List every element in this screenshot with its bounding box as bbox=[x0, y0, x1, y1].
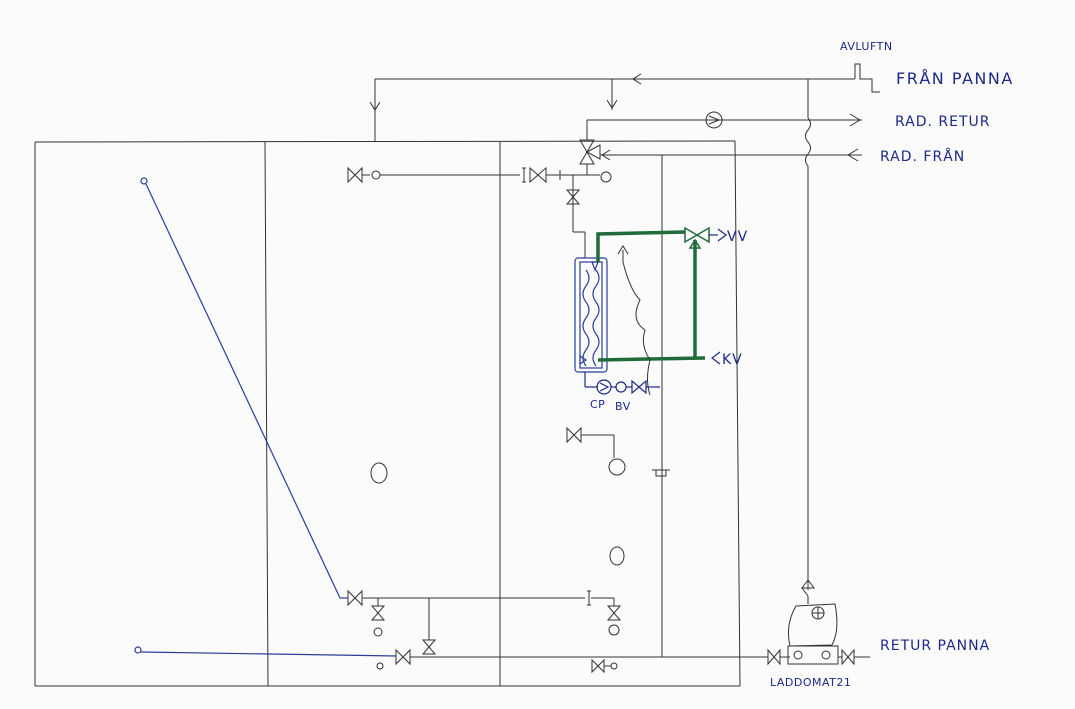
valve-mid bbox=[566, 426, 582, 444]
label-laddomat: LADDOMAT21 bbox=[770, 676, 851, 689]
cp-shutoff-valve bbox=[631, 379, 647, 395]
sensor-pocket-left bbox=[370, 462, 388, 484]
rad-retur-arrow bbox=[849, 113, 861, 127]
flow-arrow-left bbox=[632, 73, 642, 85]
flow-arrow-down-2 bbox=[606, 99, 618, 109]
vv-mixing-valve-a bbox=[684, 226, 699, 244]
sensor-pocket-right bbox=[609, 546, 625, 566]
supply-branch bbox=[606, 79, 618, 110]
pipe-end-bottom bbox=[134, 646, 142, 654]
domestic-water-fittings bbox=[684, 226, 710, 249]
label-fran-panna: FRÅN PANNA bbox=[896, 69, 1014, 88]
lower-fittings bbox=[347, 589, 622, 670]
thermometer-pocket-mid bbox=[608, 458, 626, 476]
label-kv: KV bbox=[722, 352, 743, 368]
valve-to-exchanger bbox=[565, 189, 581, 205]
circulation-line bbox=[617, 245, 651, 396]
labels: AVLUFTN FRÅN PANNA RAD. RETUR RAD. FRÅN … bbox=[590, 40, 1014, 689]
laddomat-body bbox=[788, 603, 838, 647]
mid-tank-fittings bbox=[370, 426, 670, 566]
vv-mixing-valve-b bbox=[695, 226, 710, 244]
circulation-pump-radiator bbox=[705, 111, 723, 129]
hot-water-pipe bbox=[596, 230, 686, 262]
upper-tank-connection bbox=[347, 164, 612, 258]
mixing-valve-bottom bbox=[579, 151, 595, 165]
bottom-blue-pipe bbox=[140, 651, 397, 657]
valve-bypass bbox=[421, 639, 437, 655]
valve-laddomat-in bbox=[767, 648, 781, 666]
tank-divider-1 bbox=[264, 141, 269, 687]
exchanger-body bbox=[574, 257, 608, 373]
valve-lower-left bbox=[347, 589, 363, 607]
label-rad-fran: RAD. FRÅN bbox=[880, 148, 965, 165]
bv-valve bbox=[615, 381, 627, 393]
cold-water-pipe bbox=[597, 356, 706, 362]
laddomat-unit bbox=[787, 579, 870, 666]
valve-bottom-left bbox=[395, 648, 411, 666]
heat-exchanger bbox=[574, 257, 608, 373]
pipe-end-top bbox=[140, 177, 148, 185]
drain-valve-left bbox=[370, 605, 386, 621]
flow-arrow-down bbox=[369, 101, 381, 111]
mixing-valve-top bbox=[579, 139, 595, 153]
blue-internal-pipes bbox=[134, 177, 397, 657]
label-vv: VV bbox=[727, 229, 748, 245]
drain-valve-right bbox=[606, 605, 622, 621]
tank-right-wall bbox=[734, 140, 741, 687]
bottom-return-line bbox=[395, 648, 790, 674]
valve-upper-mid bbox=[529, 166, 547, 184]
kv-inlet-arrow bbox=[711, 351, 721, 365]
radiator-pipes bbox=[579, 111, 862, 657]
label-avluftn: AVLUFTN bbox=[840, 40, 893, 53]
exchanger-inner bbox=[579, 261, 603, 369]
label-retur-panna: RETUR PANNA bbox=[880, 638, 990, 654]
label-cp: CP bbox=[590, 398, 605, 411]
valve-upper-left bbox=[347, 166, 363, 184]
valve-bottom-mid bbox=[591, 658, 605, 674]
valve-laddomat-out bbox=[841, 648, 855, 666]
tank-outlines bbox=[34, 140, 741, 687]
laddomat-base bbox=[787, 645, 839, 665]
circulation-pump-group bbox=[584, 372, 660, 395]
boiler-supply-pipe bbox=[369, 63, 880, 590]
domestic-water-loop bbox=[596, 230, 706, 362]
rad-fran-arrow bbox=[847, 148, 859, 162]
tank-top-line bbox=[34, 140, 736, 143]
diagonal-pipe bbox=[145, 183, 341, 599]
label-bv: BV bbox=[615, 400, 631, 413]
domestic-water-ends bbox=[709, 228, 727, 365]
label-rad-retur: RAD. RETUR bbox=[895, 114, 991, 130]
